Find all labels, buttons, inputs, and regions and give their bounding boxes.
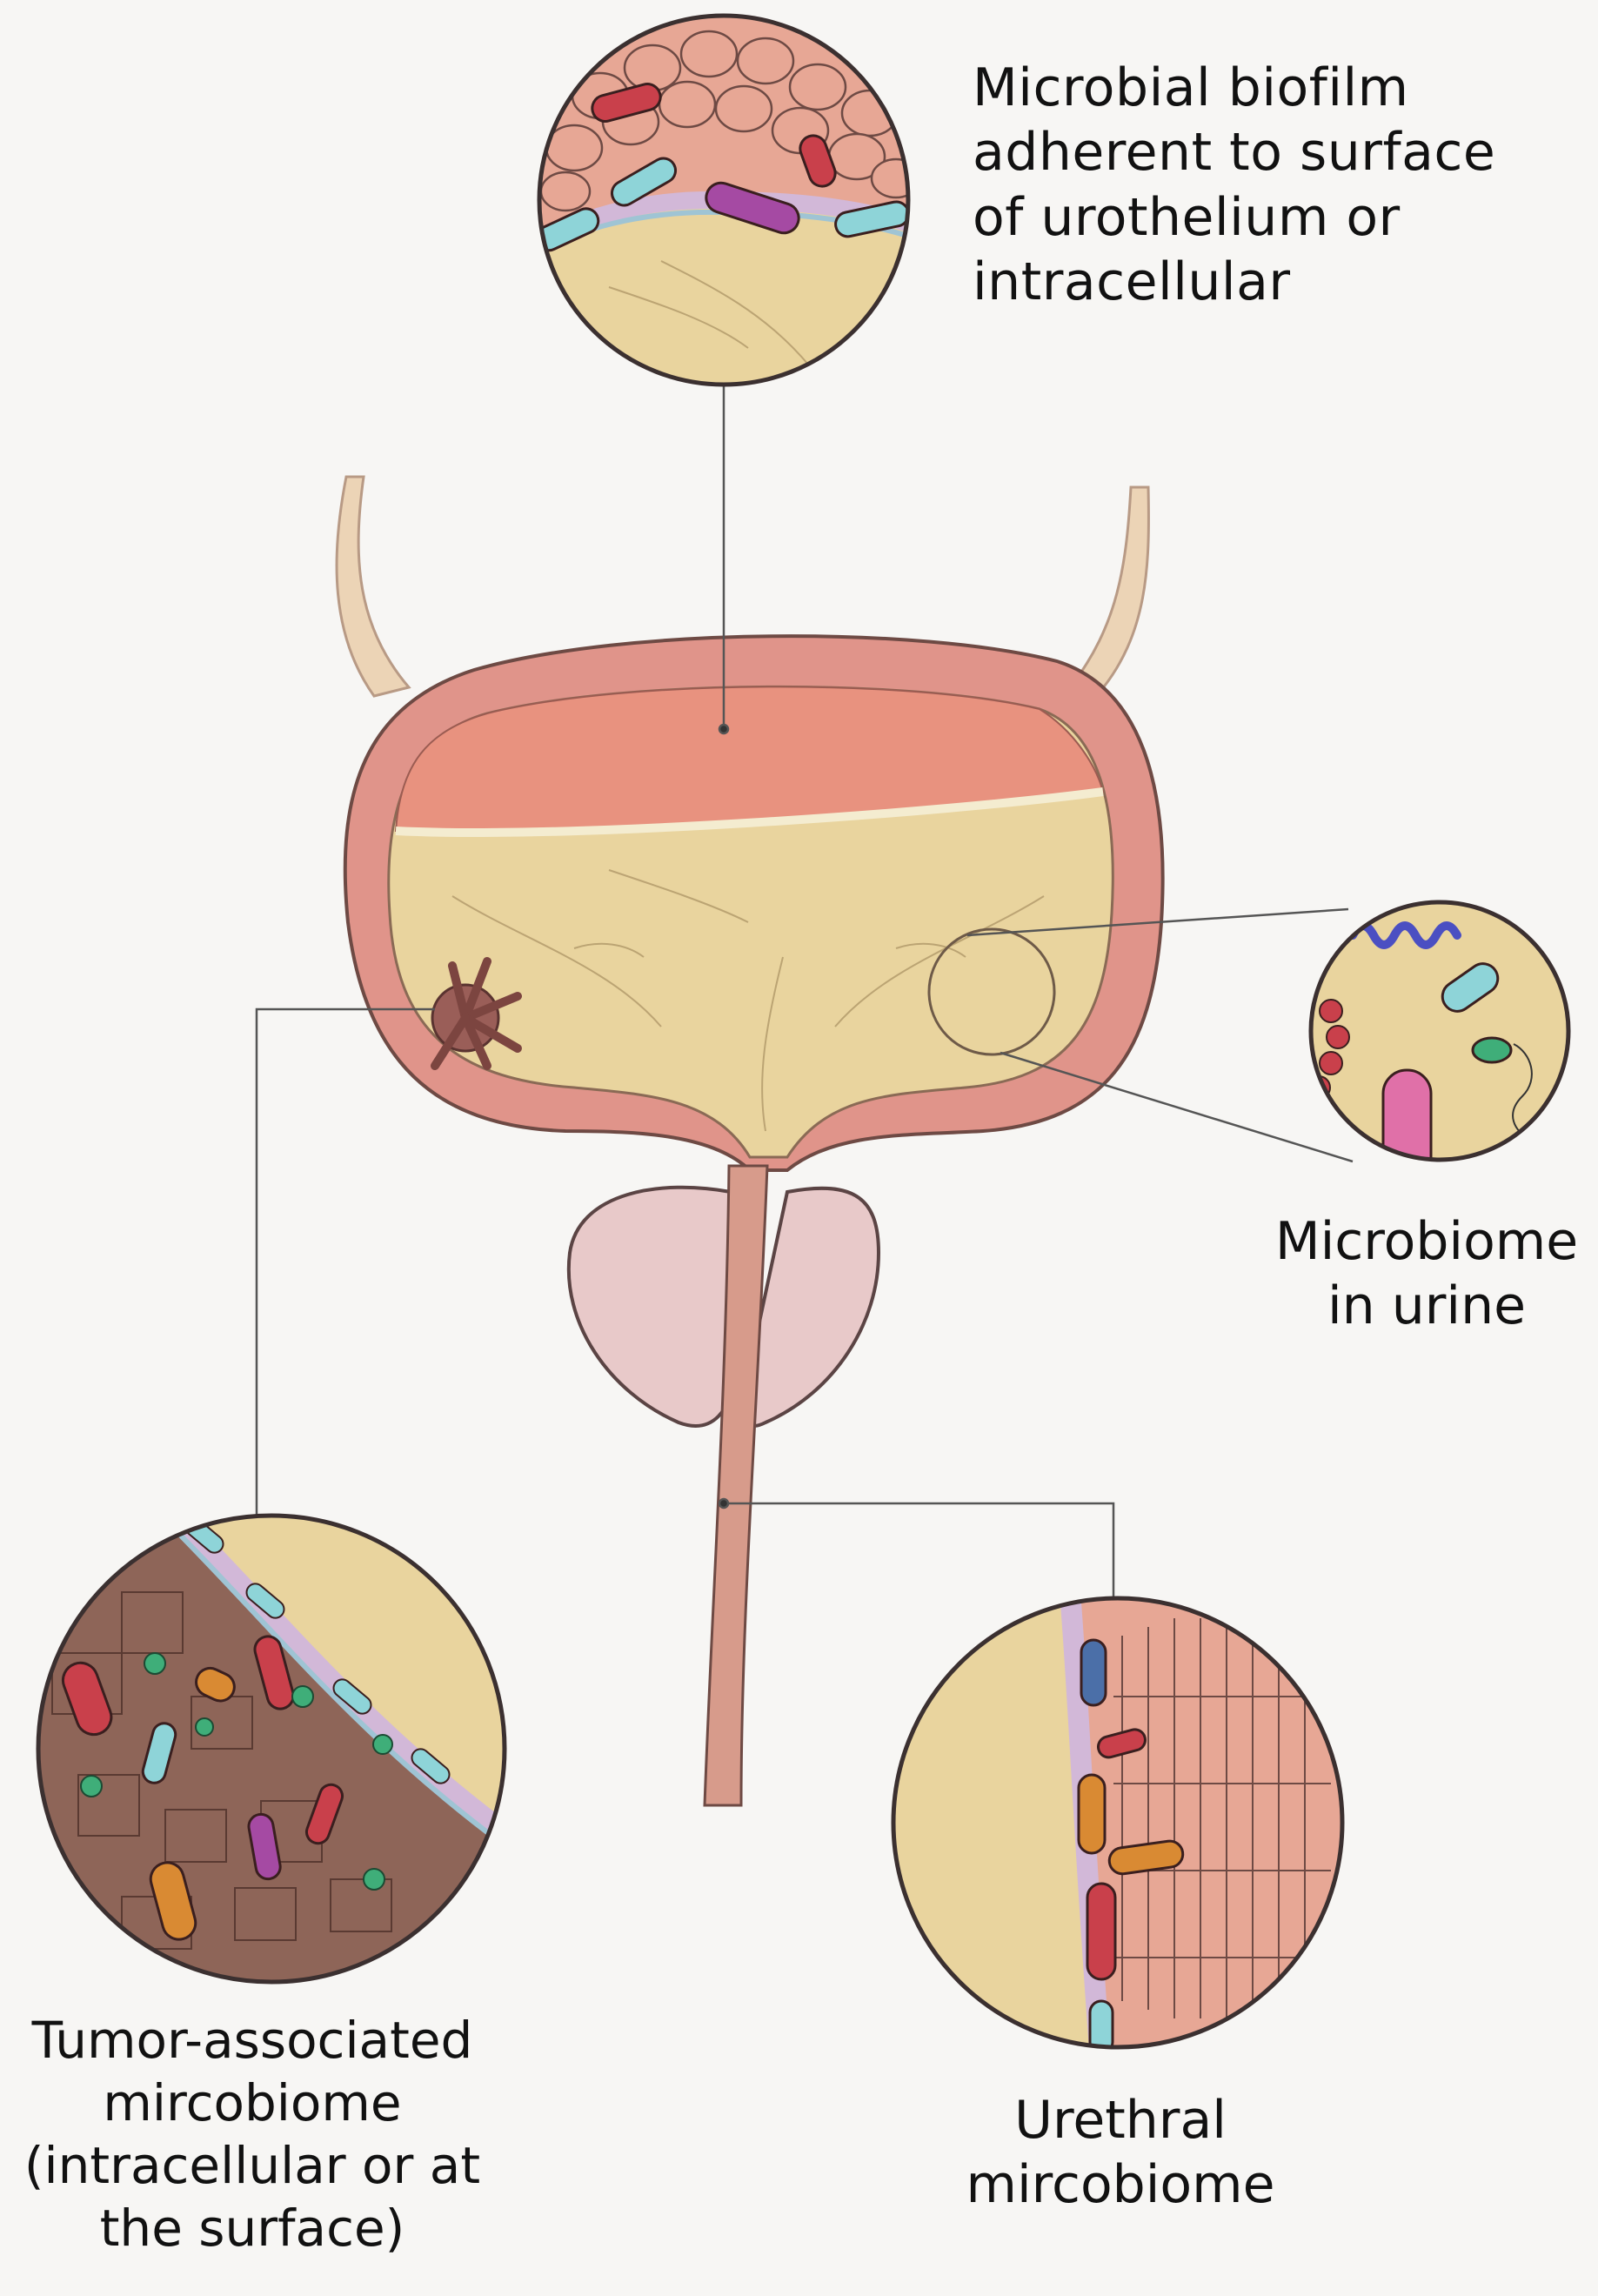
biofilm-magnified-view (537, 13, 911, 387)
urethra (703, 1164, 769, 1807)
urethral-magnified-view (891, 1596, 1345, 2050)
label-microbial-biofilm: Microbial biofilm adherent to surface of… (973, 57, 1496, 313)
tumor (431, 957, 522, 1070)
urine-magnified-view (1308, 900, 1571, 1162)
urine-sample-circle (927, 927, 1056, 1056)
prostate (566, 1185, 881, 1428)
spirochete (1348, 921, 1461, 949)
bladder (343, 634, 1165, 1172)
label-microbiome-in-urine: Microbiome in urine (1274, 1211, 1579, 1337)
label-urethral-mircobiome: Urethral mircobiome (966, 2090, 1275, 2216)
ureters (335, 475, 1150, 698)
leader-lines (255, 385, 1354, 1599)
tumor-magnified-view (36, 1513, 507, 1985)
label-tumor-associated-mircobiome: Tumor-associated mircobiome (intracellul… (23, 2011, 481, 2258)
